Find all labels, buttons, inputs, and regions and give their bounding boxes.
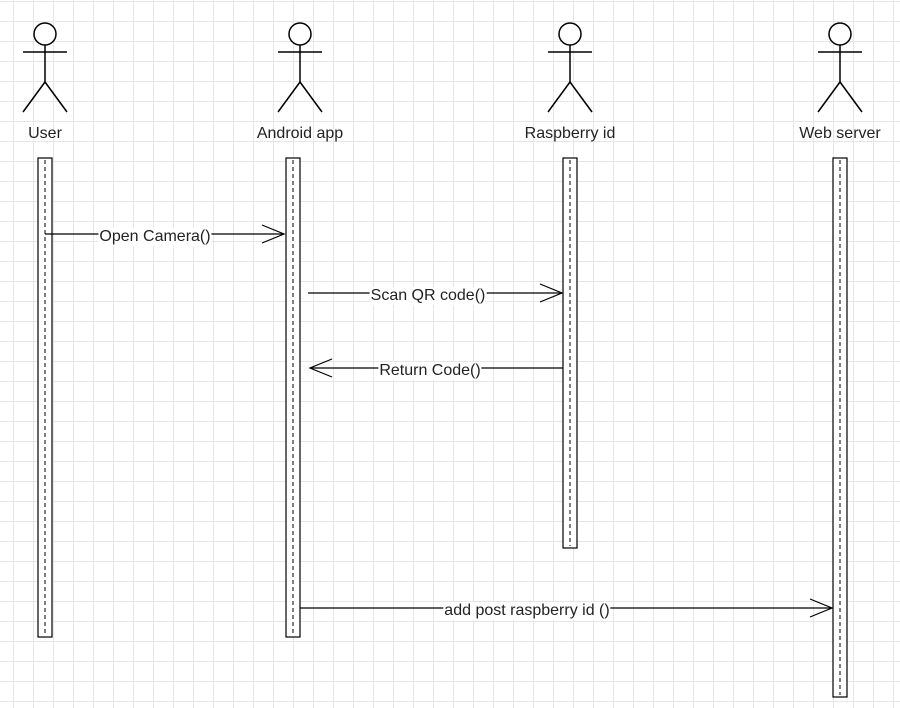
message-label-return-code: Return Code() bbox=[378, 362, 482, 380]
message-label-scan-qr-code: Scan QR code() bbox=[369, 287, 487, 305]
actor-figure-raspberry-id[interactable] bbox=[547, 22, 593, 113]
activation-bar-user[interactable] bbox=[37, 157, 53, 638]
activation-bar-raspberry-id[interactable] bbox=[562, 157, 578, 549]
activation-bar-android-app[interactable] bbox=[285, 157, 301, 638]
actor-label-raspberry-id: Raspberry id bbox=[524, 125, 616, 142]
message-label-open-camera: Open Camera() bbox=[98, 228, 212, 246]
message-label-add-post: add post raspberry id () bbox=[443, 602, 611, 620]
activation-bar-web-server[interactable] bbox=[832, 157, 848, 698]
actor-label-android-app: Android app bbox=[256, 125, 344, 142]
actor-label-web-server: Web server bbox=[799, 125, 881, 142]
actor-label-user: User bbox=[28, 125, 62, 142]
actor-figure-android-app[interactable] bbox=[277, 22, 323, 113]
actor-figure-web-server[interactable] bbox=[817, 22, 863, 113]
actor-figure-user[interactable] bbox=[22, 22, 68, 113]
